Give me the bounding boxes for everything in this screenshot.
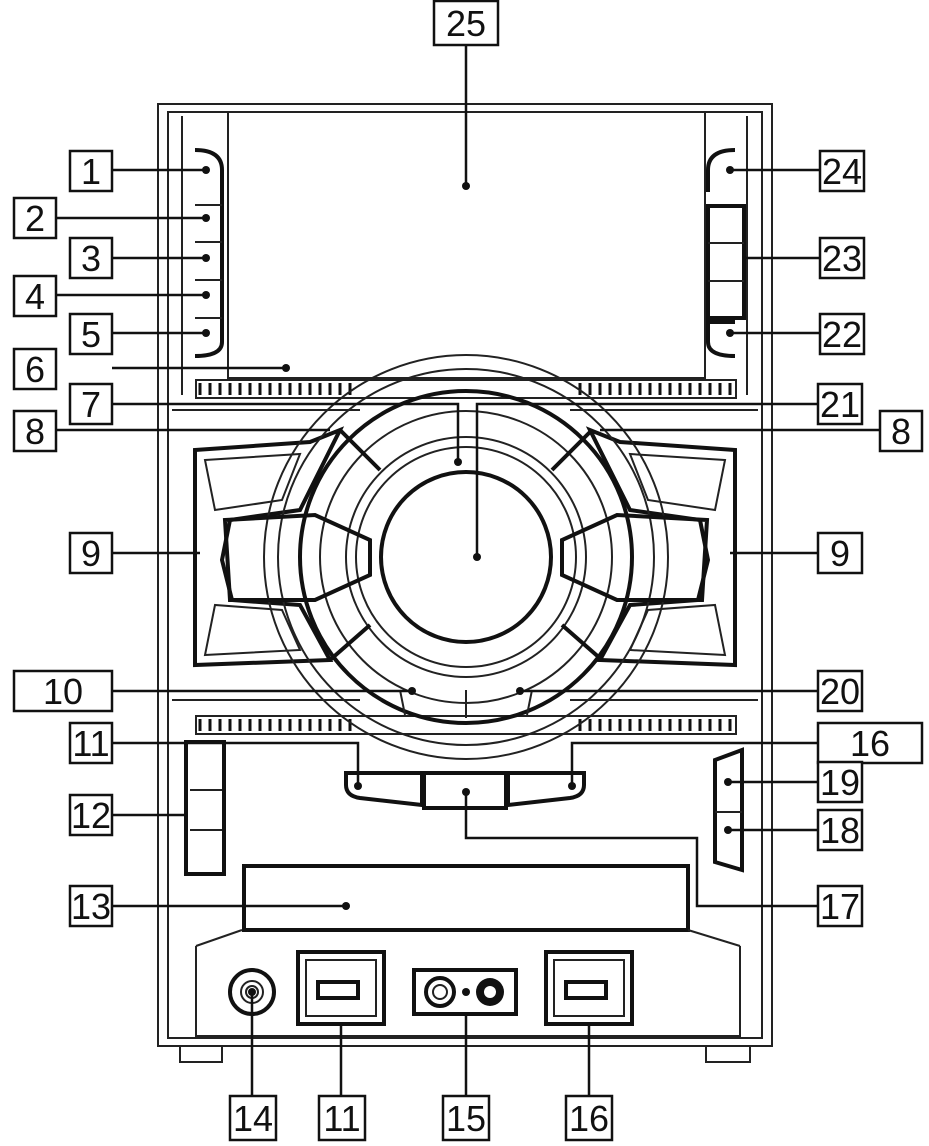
svg-text:20: 20 — [820, 671, 860, 712]
left-lower-buttons — [184, 740, 226, 876]
callout-9-left: 9 — [68, 531, 114, 575]
upper-vent-grille — [195, 379, 737, 399]
bottom-panel — [195, 929, 741, 1037]
disc-tray — [242, 864, 690, 932]
callout-16-bottom: 16 — [564, 1094, 614, 1142]
svg-text:17: 17 — [820, 886, 860, 927]
callout-9-right: 9 — [816, 531, 864, 575]
usb-port-right — [544, 950, 634, 1026]
svg-text:1: 1 — [81, 151, 101, 192]
callout-3: 3 — [68, 236, 114, 280]
callout-14: 14 — [228, 1094, 278, 1142]
svg-text:9: 9 — [81, 533, 101, 574]
left-top-buttons — [194, 148, 224, 358]
usb-port-left — [296, 950, 386, 1026]
callout-2: 2 — [12, 196, 58, 240]
svg-text:7: 7 — [81, 384, 101, 425]
left-speaker-block — [193, 426, 345, 668]
callout-8-left: 8 — [12, 409, 58, 453]
svg-text:6: 6 — [25, 349, 45, 390]
svg-text:10: 10 — [43, 671, 83, 712]
svg-text:23: 23 — [822, 238, 862, 279]
callout-4: 4 — [12, 274, 58, 318]
right-speaker-block — [585, 426, 737, 668]
svg-text:3: 3 — [81, 238, 101, 279]
callout-21: 21 — [816, 382, 864, 426]
callout-5: 5 — [68, 312, 114, 356]
callout-19: 19 — [816, 760, 864, 804]
callout-16-top: 16 — [816, 721, 924, 765]
svg-text:2: 2 — [25, 198, 45, 239]
leader-lines — [57, 43, 880, 1096]
callout-7: 7 — [68, 382, 114, 426]
callout-17: 17 — [816, 884, 864, 928]
callout-20: 20 — [816, 669, 864, 713]
unit-body — [157, 103, 773, 1063]
callout-15: 15 — [441, 1094, 491, 1142]
callout-25: 25 — [432, 0, 500, 47]
svg-text:11: 11 — [323, 1098, 360, 1139]
callout-12: 12 — [68, 793, 114, 837]
svg-text:25: 25 — [446, 3, 486, 44]
svg-text:13: 13 — [71, 886, 111, 927]
callout-18: 18 — [816, 808, 864, 852]
callout-23: 23 — [818, 236, 866, 280]
callout-24: 24 — [818, 149, 866, 193]
svg-text:8: 8 — [891, 411, 911, 452]
lower-button-strip — [344, 771, 586, 810]
right-lower-buttons — [713, 747, 744, 873]
svg-text:19: 19 — [820, 762, 860, 803]
right-top-buttons — [706, 148, 746, 358]
svg-text:24: 24 — [822, 151, 862, 192]
callout-dots — [202, 166, 734, 996]
svg-text:11: 11 — [72, 723, 109, 764]
callout-13: 13 — [68, 884, 114, 928]
svg-text:9: 9 — [830, 533, 850, 574]
svg-text:21: 21 — [820, 384, 860, 425]
svg-text:16: 16 — [569, 1098, 609, 1139]
callout-6: 6 — [12, 347, 58, 391]
callout-11-top: 11 — [68, 721, 114, 765]
svg-text:22: 22 — [822, 314, 862, 355]
svg-text:4: 4 — [25, 276, 45, 317]
callout-10: 10 — [12, 669, 114, 713]
svg-text:12: 12 — [71, 795, 111, 836]
svg-text:16: 16 — [850, 723, 890, 764]
central-dial — [222, 354, 710, 760]
svg-text:14: 14 — [233, 1098, 273, 1139]
callout-11-bottom: 11 — [317, 1094, 367, 1142]
callout-8-right: 8 — [878, 409, 924, 453]
svg-text:15: 15 — [446, 1098, 486, 1139]
callout-1: 1 — [68, 149, 114, 193]
callout-22: 22 — [818, 312, 866, 356]
svg-text:8: 8 — [25, 411, 45, 452]
svg-text:18: 18 — [820, 810, 860, 851]
svg-text:5: 5 — [81, 314, 101, 355]
